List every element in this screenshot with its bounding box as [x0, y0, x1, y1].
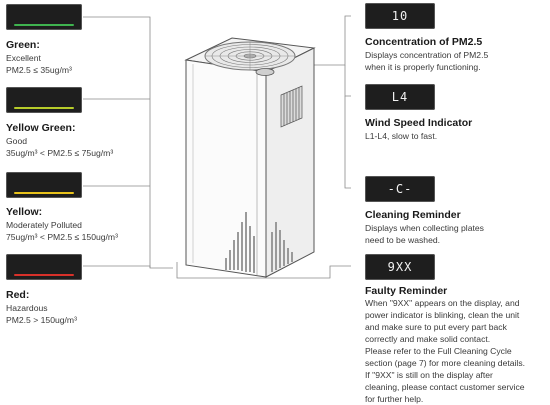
red-indicator-bar	[14, 274, 74, 276]
faulty-desc-2: power indicator is blinking, clean the u…	[365, 310, 520, 320]
display-pm25: 10	[365, 3, 435, 29]
indicator-display-yellow	[6, 172, 82, 198]
pm25-desc-1: Displays concentration of PM2.5	[365, 50, 489, 60]
wind-desc-1: L1-L4, slow to fast.	[365, 131, 438, 141]
pm25-desc-2: when it is properly functioning.	[365, 62, 481, 72]
faulty-desc-6: section (page 7) for more cleaning detai…	[365, 358, 526, 368]
display-cleaning: -C-	[365, 176, 435, 202]
faulty-desc-8: cleaning, please contact customer servic…	[365, 382, 525, 392]
green-desc-1: Excellent	[6, 53, 41, 63]
faulty-title: Faulty Reminder	[365, 285, 448, 297]
green-desc-2: PM2.5 ≤ 35ug/m³	[6, 65, 72, 75]
pm25-title: Concentration of PM2.5	[365, 36, 483, 48]
yellow-desc-1: Moderately Polluted	[6, 220, 82, 230]
connector-green	[83, 16, 173, 269]
fan-grill	[204, 41, 296, 71]
indicator-display-green	[6, 4, 82, 30]
display-wind-value: L4	[391, 90, 409, 104]
control-display-icon	[255, 68, 275, 76]
green-indicator-bar	[14, 24, 74, 26]
connector-red	[83, 265, 151, 268]
green-title: Green:	[6, 39, 40, 51]
faulty-desc-9: for further help.	[365, 394, 424, 404]
yellow-desc-2: 75ug/m³ < PM2.5 ≤ 150ug/m³	[6, 232, 118, 242]
red-desc-2: PM2.5 > 150ug/m³	[6, 315, 77, 325]
faulty-desc-1: When "9XX" appears on the display, and	[365, 298, 520, 308]
side-vent	[280, 85, 303, 128]
indicator-display-yellow-green	[6, 87, 82, 113]
connector-faulty	[176, 262, 351, 279]
display-faulty-value: 9XX	[387, 260, 413, 274]
yellow-title: Yellow:	[6, 206, 43, 218]
display-cleaning-value: -C-	[387, 182, 413, 196]
red-desc-1: Hazardous	[6, 303, 48, 313]
yellow-green-desc-2: 35ug/m³ < PM2.5 ≤ 75ug/m³	[6, 148, 114, 158]
connector-cleaning	[344, 96, 351, 189]
display-pm25-value: 10	[391, 9, 409, 23]
faulty-desc-3: and make sure to put every part back	[365, 322, 507, 332]
connector-wind	[344, 65, 351, 97]
display-faulty: 9XX	[365, 254, 435, 280]
yellow-green-indicator-bar	[14, 107, 74, 109]
intake-perforation	[225, 212, 293, 273]
indicator-display-red	[6, 254, 82, 280]
yellow-green-title: Yellow Green:	[6, 122, 76, 134]
faulty-desc-5: Please refer to the Full Cleaning Cycle	[365, 346, 512, 356]
cleaning-desc-1: Displays when collecting plates	[365, 223, 484, 233]
red-title: Red:	[6, 289, 30, 301]
wind-title: Wind Speed Indicator	[365, 117, 473, 129]
yellow-green-desc-1: Good	[6, 136, 28, 146]
cleaning-title: Cleaning Reminder	[365, 209, 461, 221]
faulty-desc-7: If "9XX" is still on the display after	[365, 370, 493, 380]
yellow-indicator-bar	[14, 192, 74, 194]
faulty-desc-4: correctly and make solid contact.	[365, 334, 491, 344]
display-wind-speed: L4	[365, 84, 435, 110]
cleaning-desc-2: need to be washed.	[365, 235, 441, 245]
